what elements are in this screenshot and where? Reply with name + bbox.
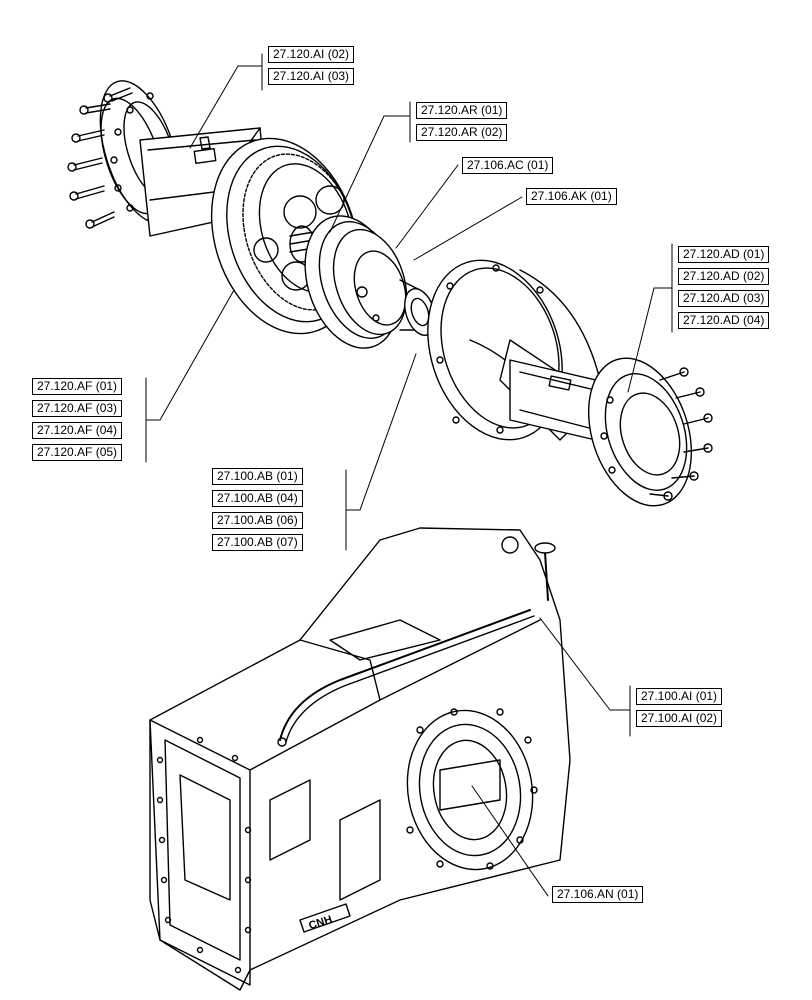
right-wheel-hub <box>587 357 713 507</box>
callout-27-120-ar-02[interactable]: 27.120.AR (02) <box>416 124 508 141</box>
callout-27-100-ai-02[interactable]: 27.100.AI (02) <box>636 710 723 727</box>
callout-27-100-ab-01[interactable]: 27.100.AB (01) <box>212 468 303 485</box>
leader-lines <box>145 53 673 897</box>
callout-27-120-af-03[interactable]: 27.120.AF (03) <box>32 400 123 417</box>
callout-27-120-af-01[interactable]: 27.120.AF (01) <box>32 378 123 395</box>
callout-27-120-af-05[interactable]: 27.120.AF (05) <box>32 444 123 461</box>
callout-27-120-ad-01[interactable]: 27.120.AD (01) <box>678 246 770 263</box>
cnh-logo-plate <box>299 903 351 933</box>
callout-27-106-ak-01[interactable]: 27.106.AK (01) <box>526 188 617 205</box>
callout-27-100-ab-07[interactable]: 27.100.AB (07) <box>212 534 303 551</box>
callout-27-120-ar-01[interactable]: 27.120.AR (01) <box>416 102 508 119</box>
callout-27-120-ai-03[interactable]: 27.120.AI (03) <box>268 68 355 85</box>
rear-transmission-housing <box>149 527 571 991</box>
callout-27-120-ad-02[interactable]: 27.120.AD (02) <box>678 268 770 285</box>
callout-27-120-ad-04[interactable]: 27.120.AD (04) <box>678 312 770 329</box>
callout-27-100-ai-01[interactable]: 27.100.AI (01) <box>636 688 723 705</box>
callout-27-120-af-04[interactable]: 27.120.AF (04) <box>32 422 123 439</box>
callout-27-120-ad-03[interactable]: 27.120.AD (03) <box>678 290 770 307</box>
callout-27-120-ai-02[interactable]: 27.120.AI (02) <box>268 46 355 63</box>
callout-27-106-an-01[interactable]: 27.106.AN (01) <box>552 886 644 903</box>
callout-27-100-ab-06[interactable]: 27.100.AB (06) <box>212 512 303 529</box>
callout-27-100-ab-04[interactable]: 27.100.AB (04) <box>212 490 303 507</box>
callout-27-106-ac-01[interactable]: 27.106.AC (01) <box>462 157 554 174</box>
